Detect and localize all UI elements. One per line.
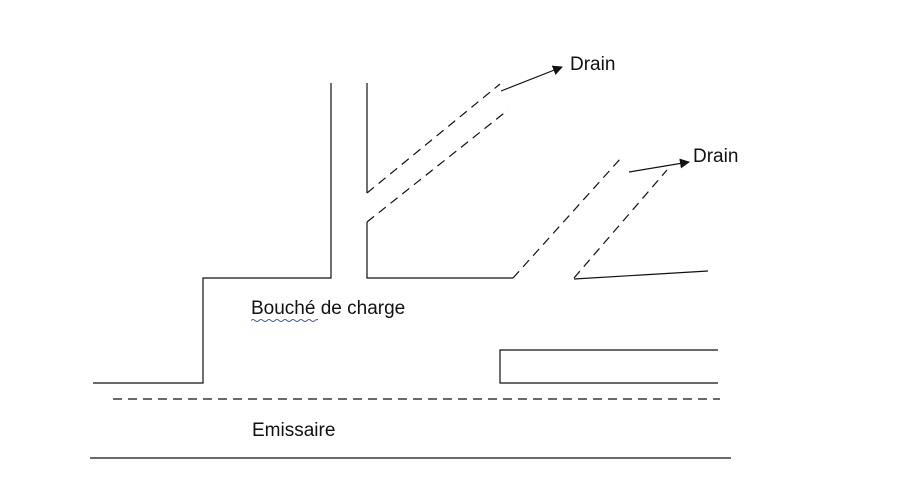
drain-label-upper: Drain <box>570 54 616 75</box>
emissaire-label: Emissaire <box>252 420 336 441</box>
bouche-de-charge-label: Bouché de charge <box>251 298 406 319</box>
outlet-channel <box>499 349 718 384</box>
drain-upper-dash-1 <box>366 83 501 194</box>
drain-upper-dash-2 <box>366 109 509 223</box>
drain-arrow-2 <box>628 158 690 173</box>
drain-arrow-1 <box>500 65 563 92</box>
chamber-left-wall <box>93 83 332 384</box>
spellcheck-underline <box>251 319 318 322</box>
drain-label-lower: Drain <box>693 146 739 167</box>
pipe-right-wall-bottom <box>366 222 513 279</box>
drain-lower-dash-1 <box>512 157 622 279</box>
drain-lower-dash-2 <box>573 169 668 279</box>
right-slant-wall <box>573 270 709 280</box>
